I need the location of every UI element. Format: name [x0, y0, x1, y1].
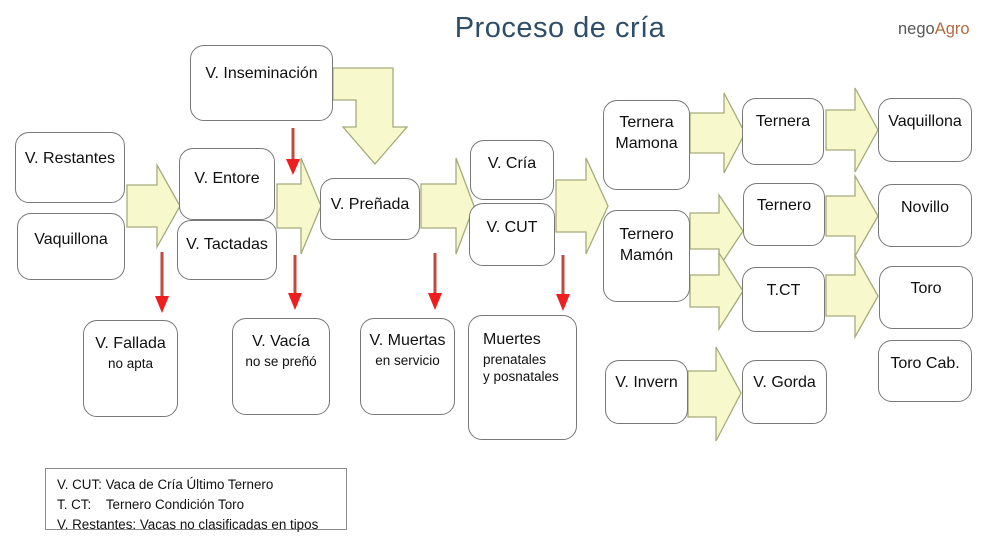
node-label: V. Muertas: [369, 332, 446, 349]
node-entore: V. Entore: [179, 148, 275, 220]
node-tct: T.CT: [742, 267, 825, 332]
node-label: V. Tactadas: [186, 236, 268, 253]
node-tactadas: V. Tactadas: [177, 220, 277, 280]
node-inseminacion: V. Inseminación: [190, 45, 333, 121]
node-invern: V. Invern: [605, 360, 688, 424]
arrow-invern-to-gorda: [687, 346, 742, 442]
legend-line-tct: T. CT: Ternero Condición Toro: [57, 497, 245, 513]
arrow-mamon-to-tct: [689, 250, 744, 332]
negoagro-logo: negoAgro: [898, 20, 970, 39]
arrow-inseminacion-to-prenada-bent: [332, 67, 409, 165]
node-toro-cab: Toro Cab.: [878, 340, 972, 402]
node-label: Muertes: [483, 331, 541, 348]
arrow-prenada-to-cria-cut: [420, 157, 475, 255]
node-label: V. Cría: [487, 155, 537, 172]
arrow-restantes-to-entore: [126, 162, 181, 250]
node-label: Ternero Mamón: [619, 226, 674, 264]
node-ternera: Ternera: [742, 98, 824, 165]
node-vacia: V. Vacía no se preñó: [232, 318, 330, 415]
node-toro: Toro: [879, 266, 973, 329]
page-title: Proceso de cría: [454, 12, 666, 44]
node-label: T.CT: [766, 282, 801, 299]
node-label: V. Fallada: [95, 335, 166, 352]
node-vaquillona-left: Vaquillona: [17, 213, 125, 280]
node-label: Vaquillona: [888, 113, 962, 130]
red-arrow-to-fallada: [155, 252, 169, 313]
logo-suffix: Agro: [934, 20, 970, 38]
node-restantes: V. Restantes: [15, 132, 125, 203]
node-cria: V. Cría: [470, 140, 554, 200]
node-sublabel: en servicio: [375, 352, 440, 368]
node-label: V. Restantes: [24, 150, 116, 167]
node-label: Vaquillona: [34, 231, 108, 248]
node-sublabel: prenatales y posnatales: [483, 351, 559, 385]
arrow-mamona-to-ternera: [689, 92, 746, 174]
node-label: Toro: [910, 280, 942, 297]
node-label: V. CUT: [486, 219, 538, 236]
red-arrow-inseminacion-down: [286, 128, 300, 175]
node-label: V. Vacía: [252, 333, 310, 350]
arrow-entore-to-prenada: [276, 157, 322, 255]
node-vaquillona-right: Vaquillona: [878, 98, 972, 162]
node-label: V. Entore: [194, 170, 260, 187]
arrow-ternero-to-novillo: [825, 173, 879, 259]
node-fallada: V. Fallada no apta: [83, 320, 178, 417]
legend-line-cut: V. CUT: Vaca de Cría Último Ternero: [57, 477, 274, 492]
node-label: Novillo: [900, 199, 949, 216]
node-label: V. Invern: [615, 374, 678, 391]
logo-prefix: nego: [898, 20, 935, 38]
arrow-ternera-to-vaquillona: [825, 87, 879, 173]
node-label: Ternera: [755, 113, 811, 130]
node-cut: V. CUT: [469, 203, 555, 266]
node-gorda: V. Gorda: [742, 360, 827, 424]
node-label: Toro Cab.: [890, 355, 960, 372]
node-label: Ternera Mamona: [615, 114, 678, 152]
legend-box: V. CUT: Vaca de Cría Último Ternero T. C…: [45, 468, 347, 532]
node-ternero-mamon: Ternero Mamón: [603, 210, 690, 302]
node-muertes: Muertes prenatales y posnatales: [468, 315, 577, 440]
node-novillo: Novillo: [878, 184, 972, 247]
red-arrow-to-muertas: [428, 253, 442, 310]
node-label: V. Inseminación: [205, 65, 318, 82]
arrow-mamon-to-ternero: [689, 192, 744, 270]
node-sublabel: no apta: [107, 355, 154, 371]
node-label: Ternero: [756, 197, 812, 214]
node-label: V. Preñada: [330, 196, 410, 213]
arrow-cria-cut-to-mamones: [555, 157, 609, 255]
node-muertas: V. Muertas en servicio: [360, 318, 455, 415]
red-arrow-to-vacia: [288, 255, 302, 310]
legend-line-restantes: V. Restantes: Vacas no clasificadas en t…: [57, 517, 319, 533]
node-label: V. Gorda: [753, 374, 816, 391]
node-prenada: V. Preñada: [320, 178, 420, 240]
node-sublabel: no se preñó: [245, 353, 317, 369]
red-arrow-to-muertes: [556, 255, 570, 311]
node-ternero: Ternero: [743, 183, 825, 246]
node-ternera-mamona: Ternera Mamona: [603, 100, 690, 190]
arrow-tct-to-toro: [825, 252, 879, 340]
